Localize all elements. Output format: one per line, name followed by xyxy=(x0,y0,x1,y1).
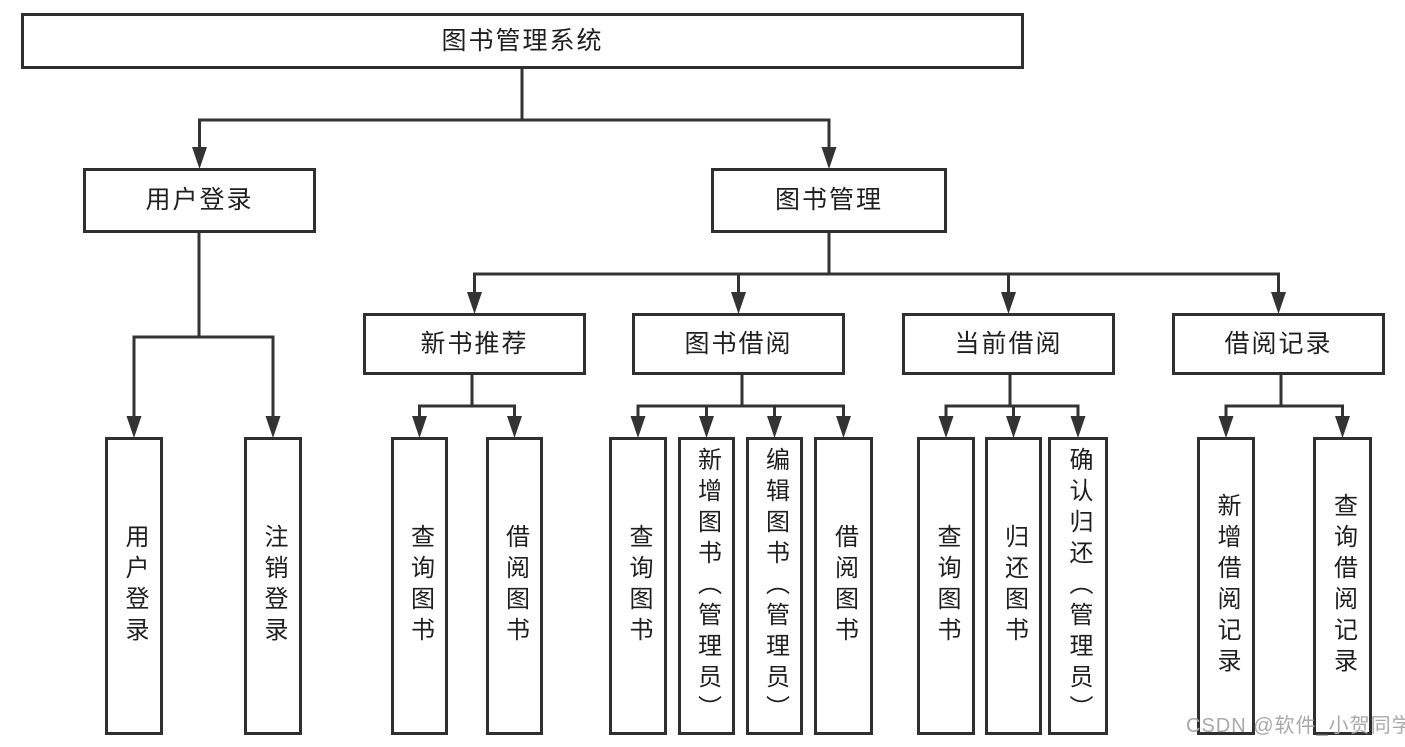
user-login-box: 用户登录 xyxy=(83,168,316,233)
arrowhead-icon xyxy=(507,416,522,438)
arrowhead-icon xyxy=(630,416,646,438)
book-borrow-box: 图书借阅 xyxy=(632,313,845,375)
login-action-box: 用户登录 xyxy=(105,437,163,735)
return-books-box: 归还图书 xyxy=(985,437,1042,735)
book-mgmt-box: 图书管理 xyxy=(711,168,947,233)
edit-books-label: 编辑图书（管理员） xyxy=(761,446,789,726)
arrowhead-icon xyxy=(836,416,851,438)
arrowhead-icon xyxy=(938,416,954,438)
arrowhead-icon xyxy=(1006,416,1021,438)
login-action-label: 用户登录 xyxy=(121,524,148,648)
csdn-watermark: CSDN @软件_小贺同学 xyxy=(1186,715,1405,737)
borrow-books-2-label: 借阅图书 xyxy=(830,524,858,648)
arrowhead-icon xyxy=(821,147,837,169)
arrowhead-icon xyxy=(1271,292,1286,314)
logout-action-label: 注销登录 xyxy=(260,524,287,648)
query-books-3-box: 查询图书 xyxy=(917,437,975,735)
book-borrow-label: 图书借阅 xyxy=(684,329,793,358)
borrow-record-box: 借阅记录 xyxy=(1172,313,1385,375)
query-borrow-record-box: 查询借阅记录 xyxy=(1313,437,1372,735)
arrowhead-icon xyxy=(767,416,782,438)
query-books-3-label: 查询图书 xyxy=(933,524,960,648)
query-books-2-box: 查询图书 xyxy=(609,437,667,735)
add-books-label: 新增图书（管理员） xyxy=(693,446,721,726)
confirm-return-label: 确认归还（管理员） xyxy=(1065,446,1092,726)
current-borrow-box: 当前借阅 xyxy=(902,313,1115,375)
borrow-books-1-box: 借阅图书 xyxy=(486,437,543,735)
borrow-books-1-label: 借阅图书 xyxy=(501,524,529,648)
add-borrow-record-box: 新增借阅记录 xyxy=(1197,437,1255,735)
arrowhead-icon xyxy=(412,416,427,438)
return-books-label: 归还图书 xyxy=(1000,524,1028,648)
arrowhead-icon xyxy=(699,416,714,438)
root-box: 图书管理系统 xyxy=(21,13,1024,69)
arrowhead-icon xyxy=(265,416,281,438)
arrowhead-icon xyxy=(467,292,482,314)
confirm-return-box: 确认归还（管理员） xyxy=(1048,437,1108,735)
arrowhead-icon xyxy=(1070,416,1086,438)
user-login-label: 用户登录 xyxy=(145,186,254,214)
borrow-books-2-box: 借阅图书 xyxy=(814,437,873,735)
arrowhead-icon xyxy=(1001,292,1016,314)
arrowhead-icon xyxy=(192,147,207,169)
arrowhead-icon xyxy=(731,292,746,314)
add-borrow-record-label: 新增借阅记录 xyxy=(1213,493,1240,679)
query-books-1-label: 查询图书 xyxy=(406,524,434,648)
query-borrow-record-label: 查询借阅记录 xyxy=(1329,493,1357,679)
new-book-rec-label: 新书推荐 xyxy=(420,329,529,358)
logout-action-box: 注销登录 xyxy=(244,437,302,735)
book-mgmt-label: 图书管理 xyxy=(774,186,883,214)
arrowhead-icon xyxy=(1335,416,1350,438)
arrowhead-icon xyxy=(126,416,142,438)
current-borrow-label: 当前借阅 xyxy=(954,329,1063,358)
edit-books-box: 编辑图书（管理员） xyxy=(746,437,803,735)
borrow-record-label: 借阅记录 xyxy=(1224,329,1333,358)
root-label: 图书管理系统 xyxy=(441,26,604,55)
query-books-1-box: 查询图书 xyxy=(391,437,448,735)
add-books-box: 新增图书（管理员） xyxy=(678,437,735,735)
new-book-rec-box: 新书推荐 xyxy=(363,313,586,375)
query-books-2-label: 查询图书 xyxy=(625,524,652,648)
arrowhead-icon xyxy=(1218,416,1234,438)
